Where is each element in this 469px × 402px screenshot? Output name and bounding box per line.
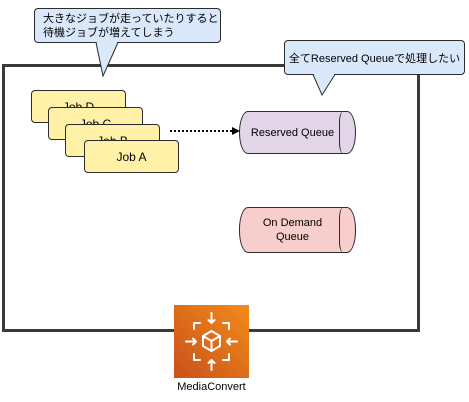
mediaconvert-glyph-icon	[185, 312, 238, 371]
job-to-queue-arrow-head	[232, 127, 240, 135]
callout-reserved-tail	[312, 74, 336, 97]
ondemand-queue-line-1: On Demand	[262, 217, 323, 229]
callout-reserved-tail-cover	[314, 73, 334, 76]
callout-reserved-queue: 全てReserved Queueで処理したい	[284, 40, 465, 75]
callout-stuck-tail-cover	[97, 41, 117, 44]
ondemand-queue-line-2: Queue	[275, 231, 310, 243]
reserved-queue-line-1: Reserved Queue	[250, 126, 335, 139]
mediaconvert-icon	[174, 305, 249, 378]
callout-stuck-line-2: 待機ジョブが増えてしまう	[43, 27, 175, 39]
ondemand-queue-cylinder: On Demand Queue	[239, 207, 356, 253]
callout-stuck-tail	[95, 42, 119, 78]
callout-stuck-line-1: 大きなジョブが走っていたりすると	[43, 13, 219, 25]
callout-stuck-jobs: 大きなジョブが走っていたりすると 待機ジョブが増えてしまう	[34, 8, 221, 43]
reserved-queue-label: Reserved Queue	[251, 126, 334, 140]
callout-reserved-text: 全てReserved Queueで処理したい	[288, 52, 461, 65]
job-a-label: Job A	[116, 149, 147, 164]
mediaconvert-label: MediaConvert	[177, 381, 246, 393]
ondemand-queue-label: On Demand Queue	[263, 216, 322, 244]
job-a-card: Job A	[84, 140, 179, 173]
reserved-queue-cylinder: Reserved Queue	[239, 111, 356, 154]
